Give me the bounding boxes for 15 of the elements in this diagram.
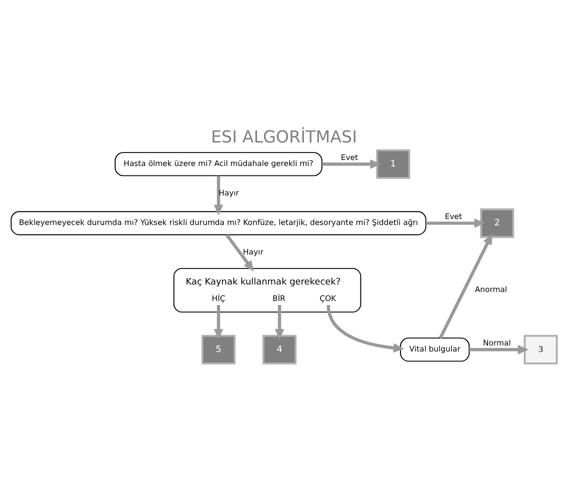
arrow	[226, 234, 254, 272]
node-box: 2	[480, 208, 514, 238]
diagram-title: ESI ALGORİTMASI	[210, 127, 358, 146]
arrow	[426, 218, 486, 228]
arrow	[322, 159, 381, 169]
node-box: 3	[524, 334, 558, 364]
arrow	[438, 234, 492, 339]
node-box: 1	[376, 149, 410, 179]
arrow	[214, 305, 224, 340]
arrow	[326, 304, 404, 353]
node-box: 5	[202, 334, 236, 364]
arrow	[469, 344, 529, 354]
arrow	[274, 305, 284, 340]
node-box: 4	[262, 334, 297, 364]
arrow	[214, 176, 224, 216]
